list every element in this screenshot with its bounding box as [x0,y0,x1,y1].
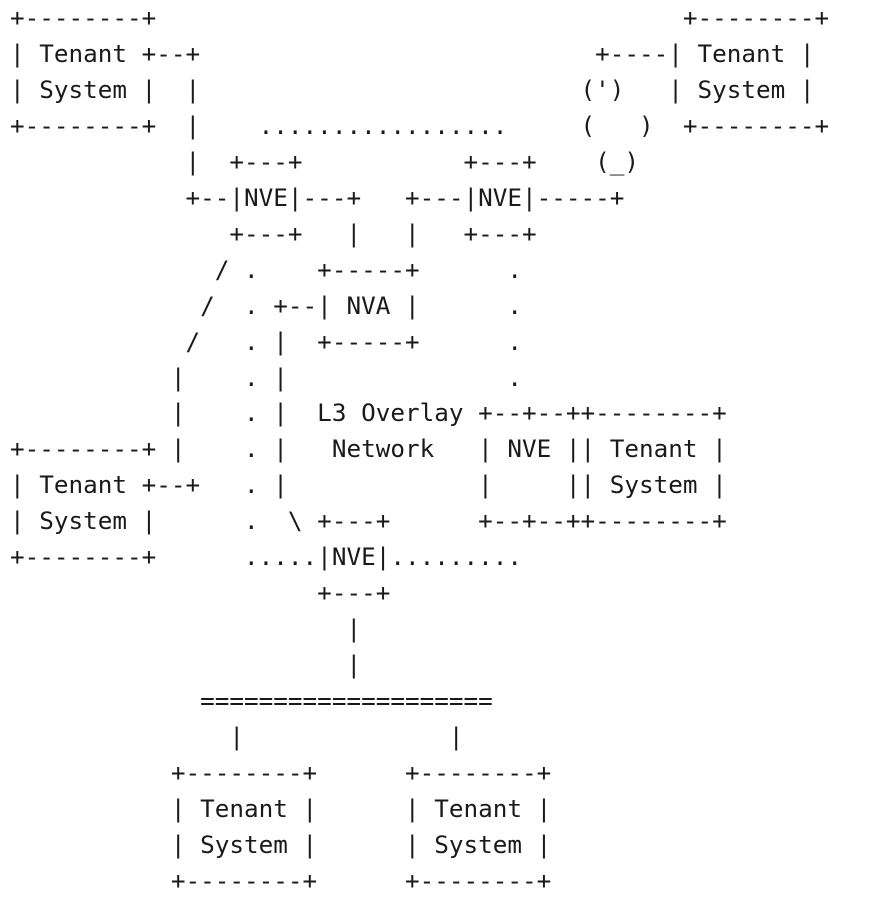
diagram-line: / . +--| NVA | . [10,290,522,320]
diagram-line: | | [10,722,464,752]
diagram-line: | . | L3 Overlay +--+--++--------+ [10,398,727,428]
diagram-line: +--------+ | ................. ( ) +----… [10,110,830,140]
diagram-line: +--------+ +--------+ [10,865,552,895]
diagram-line: | System | . \ +---+ +--+--++--------+ [10,506,727,536]
diagram-line: | System | | System | [10,829,552,859]
diagram-line: +---+ | | +---+ [10,218,537,248]
diagram-line: / . +-----+ . [10,254,522,284]
diagram-line: +--|NVE|---+ +---|NVE|-----+ [10,182,625,212]
diagram-line: +--------+ +--------+ [10,758,552,788]
diagram-line: | Tenant +--+ +----| Tenant | [10,38,815,68]
diagram-line: | [10,650,362,680]
diagram-line: +---+ [10,578,391,608]
diagram-line: | . | . [10,362,522,392]
diagram-line: | System | | (') | System | [10,74,815,104]
diagram-line: | +---+ +---+ (_) [10,146,640,176]
diagram-line: ==================== [10,686,493,716]
diagram-line: +--------+ +--------+ [10,3,830,32]
diagram-line: +--------+ | . | Network | NVE || Tenant… [10,434,727,464]
diagram-line: | Tenant +--+ . | | || System | [10,470,727,500]
ascii-diagram: +--------+ +--------+ | Tenant +--+ +---… [10,0,829,899]
diagram-line: / . | +-----+ . [10,326,522,356]
diagram-line: +--------+ .....|NVE|......... [10,542,522,572]
diagram-line: | [10,614,362,644]
diagram-line: | Tenant | | Tenant | [10,793,552,823]
